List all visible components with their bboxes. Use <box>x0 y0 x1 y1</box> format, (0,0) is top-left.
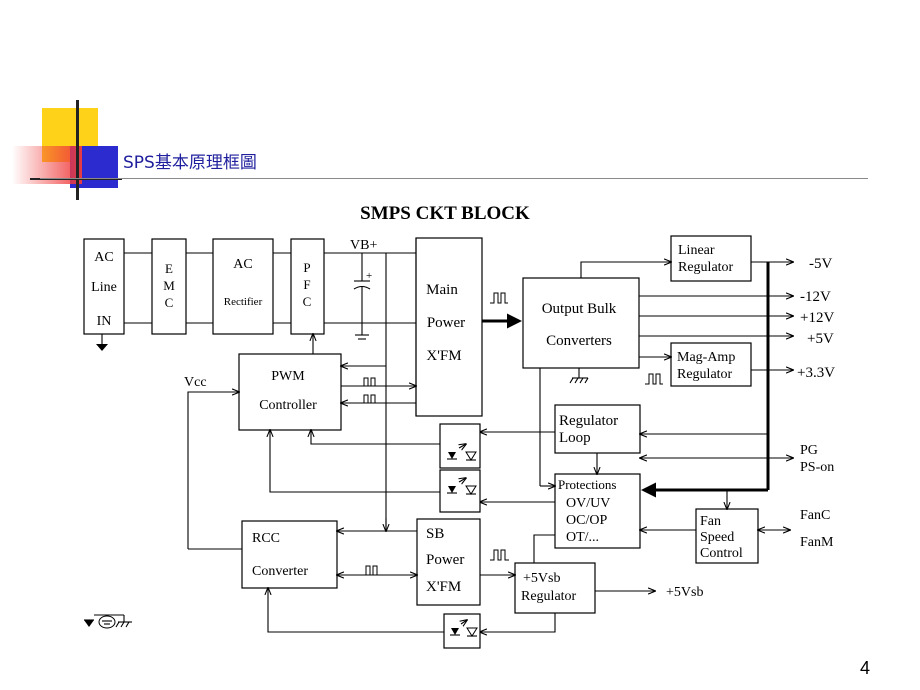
rcc-converter-block: RCC Converter <box>241 520 338 589</box>
svg-text:Protections: Protections <box>558 477 617 492</box>
pfc-block: P F C <box>290 238 325 335</box>
svg-text:Control: Control <box>700 546 743 561</box>
ground-icon <box>355 323 369 340</box>
pulse-waveform-icon <box>490 549 509 561</box>
page-number: 4 <box>859 658 870 678</box>
output-bulk-converters-block: Output Bulk Converters <box>522 277 640 369</box>
decor-red-gradient <box>12 146 82 184</box>
svg-text:Power: Power <box>426 552 464 568</box>
pulse-waveform-icon <box>362 565 381 576</box>
ac-line-in-block: AC Line IN <box>83 238 125 335</box>
vb-plus-label: VB+ <box>350 238 377 253</box>
ac-rectifier-block: AC Rectifier <box>212 238 274 335</box>
output-pos5v-label: +5V <box>807 331 834 347</box>
svg-text:Rectifier: Rectifier <box>224 296 263 308</box>
svg-text:F: F <box>303 277 310 292</box>
svg-text:M: M <box>163 278 175 293</box>
output-neg12v-label: -12V <box>800 289 831 305</box>
svg-text:Converter: Converter <box>252 564 308 579</box>
pulse-waveform-icon <box>360 394 376 404</box>
pulse-waveform-icon <box>645 373 663 385</box>
svg-text:AC: AC <box>233 257 252 272</box>
svg-text:C: C <box>303 294 312 309</box>
vcc-label: Vcc <box>184 375 207 390</box>
svg-text:Converters: Converters <box>546 333 612 349</box>
svg-text:RCC: RCC <box>252 531 280 546</box>
linear-regulator-block: Linear Regulator <box>670 235 752 282</box>
fanm-label: FanM <box>800 535 834 550</box>
svg-text:X'FM: X'FM <box>426 579 461 595</box>
svg-text:+: + <box>366 270 372 282</box>
output-neg5v-label: -5V <box>809 256 832 272</box>
svg-text:Loop: Loop <box>559 430 591 446</box>
pg-label: PG <box>800 443 818 458</box>
chassis-ground-icon <box>569 368 589 384</box>
svg-text:+5Vsb: +5Vsb <box>523 571 560 586</box>
fan-speed-control-block: Fan Speed Control <box>695 508 759 564</box>
svg-text:Main: Main <box>426 282 458 298</box>
ground-icon <box>96 334 108 351</box>
legend-ground-symbols-icon <box>84 614 132 629</box>
svg-text:C: C <box>165 295 174 310</box>
svg-text:Speed: Speed <box>700 530 734 545</box>
svg-text:P: P <box>303 260 310 275</box>
pulse-waveform-icon <box>490 292 508 304</box>
svg-text:Power: Power <box>427 315 465 331</box>
optocoupler-icon <box>443 613 481 649</box>
optocoupler-icon <box>439 469 481 513</box>
main-power-xfm-block: Main Power X'FM <box>415 237 483 417</box>
optocoupler-icon <box>439 423 481 469</box>
svg-text:Regulator: Regulator <box>678 260 734 275</box>
svg-text:Line: Line <box>91 280 117 295</box>
svg-text:IN: IN <box>97 314 112 329</box>
svg-text:X'FM: X'FM <box>426 348 461 364</box>
fanc-label: FanC <box>800 508 830 523</box>
diagram-title: SMPS CKT BLOCK <box>360 203 530 224</box>
svg-text:Fan: Fan <box>700 514 721 529</box>
decor-vertical-line <box>76 100 79 200</box>
output-pos12v-label: +12V <box>800 310 834 326</box>
pwm-controller-block: PWM Controller <box>238 353 342 431</box>
title-divider <box>40 178 868 179</box>
svg-text:OT/...: OT/... <box>566 530 599 545</box>
decor-horizontal-line <box>30 178 122 180</box>
vsb-output-label: +5Vsb <box>666 585 703 600</box>
svg-text:PWM: PWM <box>271 369 305 384</box>
svg-text:Regulator: Regulator <box>559 413 618 429</box>
svg-text:SB: SB <box>426 526 444 542</box>
sb-power-xfm-block: SB Power X'FM <box>416 518 481 606</box>
svg-text:Mag-Amp: Mag-Amp <box>677 350 735 365</box>
svg-text:Output Bulk: Output Bulk <box>542 301 617 317</box>
pulse-waveform-icon <box>360 377 376 387</box>
capacitor-icon: + <box>353 253 372 323</box>
svg-text:AC: AC <box>94 250 113 265</box>
vsb-regulator-block: +5Vsb Regulator <box>514 562 596 614</box>
svg-text:Controller: Controller <box>259 398 317 413</box>
svg-text:Linear: Linear <box>678 243 715 258</box>
slide-title: SPS基本原理框圖 <box>123 153 257 173</box>
protections-block: Protections OV/UV OC/OP OT/... <box>554 473 641 549</box>
svg-text:Regulator: Regulator <box>677 367 733 382</box>
regulator-loop-block: Regulator Loop <box>554 404 641 454</box>
svg-text:OC/OP: OC/OP <box>566 513 607 528</box>
ps-on-label: PS-on <box>800 460 834 475</box>
magamp-regulator-block: Mag-Amp Regulator <box>670 342 752 387</box>
output-pos3v3-label: +3.3V <box>797 365 835 381</box>
svg-text:OV/UV: OV/UV <box>566 496 610 511</box>
svg-text:Regulator: Regulator <box>521 589 577 604</box>
svg-text:E: E <box>165 261 173 276</box>
emc-block: E M C <box>151 238 187 335</box>
